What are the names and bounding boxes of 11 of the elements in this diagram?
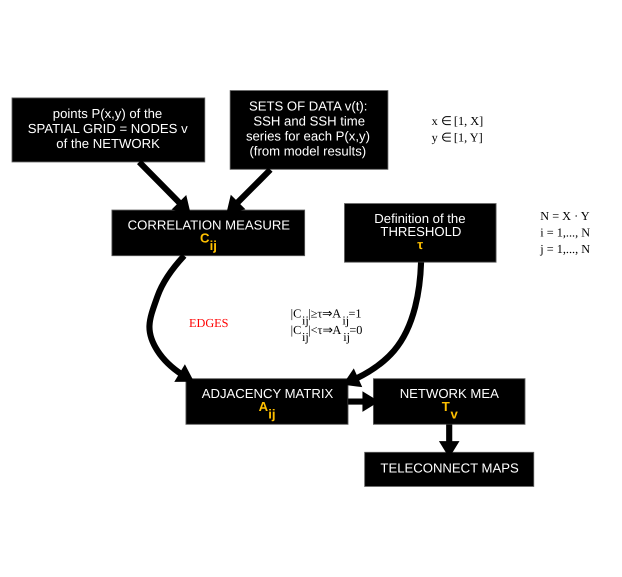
node-box: points P(x,y) of the SPATIAL GRID = NODES v of the NETWORK <box>12 98 206 162</box>
node-box: TELECONNECT MAPS <box>364 452 534 487</box>
label: x ∈ [1, X] <box>432 114 484 128</box>
label: i = 1,..., N <box>540 226 590 240</box>
label: N = X · Y <box>540 208 590 223</box>
label: y ∈ [1, Y] <box>432 130 483 144</box>
node-box: SETS OF DATA v(t): SSH and SSH time series for each P(x,y) (from model results) <box>230 90 388 170</box>
arrow <box>146 254 194 382</box>
node-box: Definition of the THRESHOLD τ <box>344 203 497 263</box>
label: j = 1,..., N <box>540 242 590 256</box>
label: EDGES <box>189 316 228 330</box>
